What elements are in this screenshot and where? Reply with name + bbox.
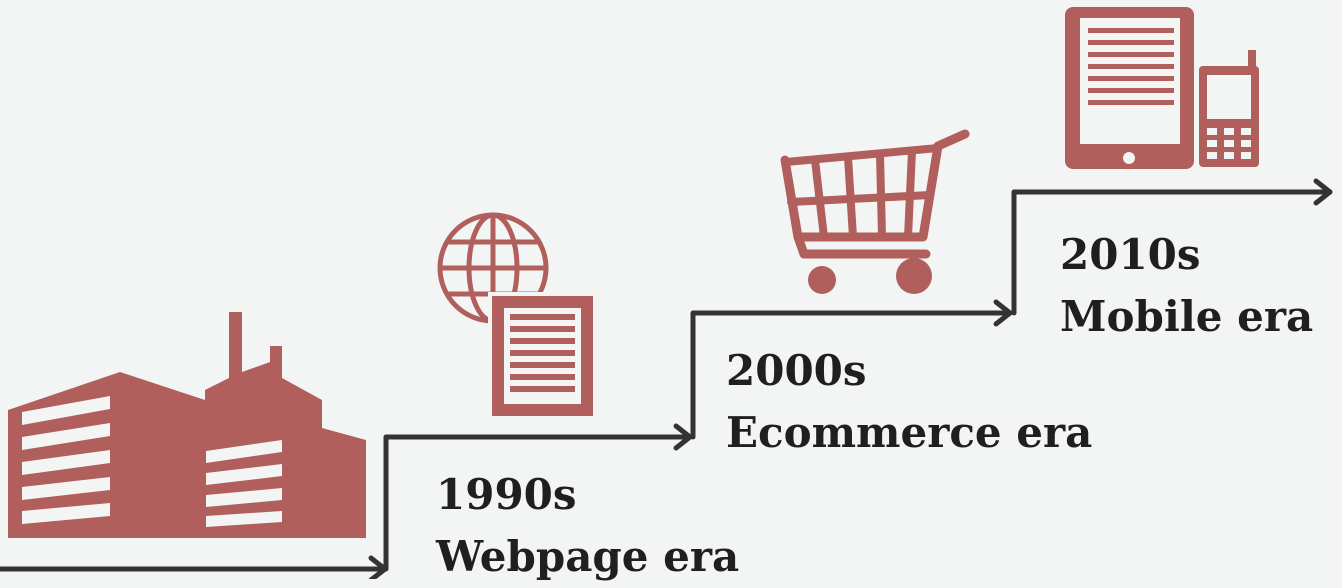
- staircase-arrow: [0, 178, 1333, 579]
- tablet-phone-icon: [1065, 7, 1259, 169]
- step-line-4: [1011, 189, 1333, 316]
- era-decade: 1990s: [436, 470, 577, 519]
- tablet-icon: [1065, 7, 1194, 169]
- globe-document-icon: [437, 212, 597, 420]
- factory-icon: [8, 312, 366, 538]
- era-name: Webpage era: [436, 532, 740, 581]
- era-name: Mobile era: [1060, 292, 1314, 341]
- arrowhead-3: [993, 299, 1013, 327]
- arrowhead-4: [1313, 178, 1333, 206]
- document-icon: [488, 292, 597, 420]
- era-name: Ecommerce era: [726, 408, 1093, 457]
- era-label-1990s: 1990s Webpage era: [436, 464, 739, 588]
- era-decade: 2010s: [1060, 230, 1201, 279]
- step-line-2: [383, 434, 693, 572]
- mobile-phone-icon: [1196, 50, 1259, 168]
- era-decade: 2000s: [726, 346, 867, 395]
- era-label-2010s: 2010s Mobile era: [1060, 224, 1313, 348]
- shopping-cart-icon: [780, 129, 970, 294]
- step-line-3: [690, 310, 1013, 440]
- arrowhead-2: [673, 423, 693, 451]
- era-label-2000s: 2000s Ecommerce era: [726, 340, 1092, 464]
